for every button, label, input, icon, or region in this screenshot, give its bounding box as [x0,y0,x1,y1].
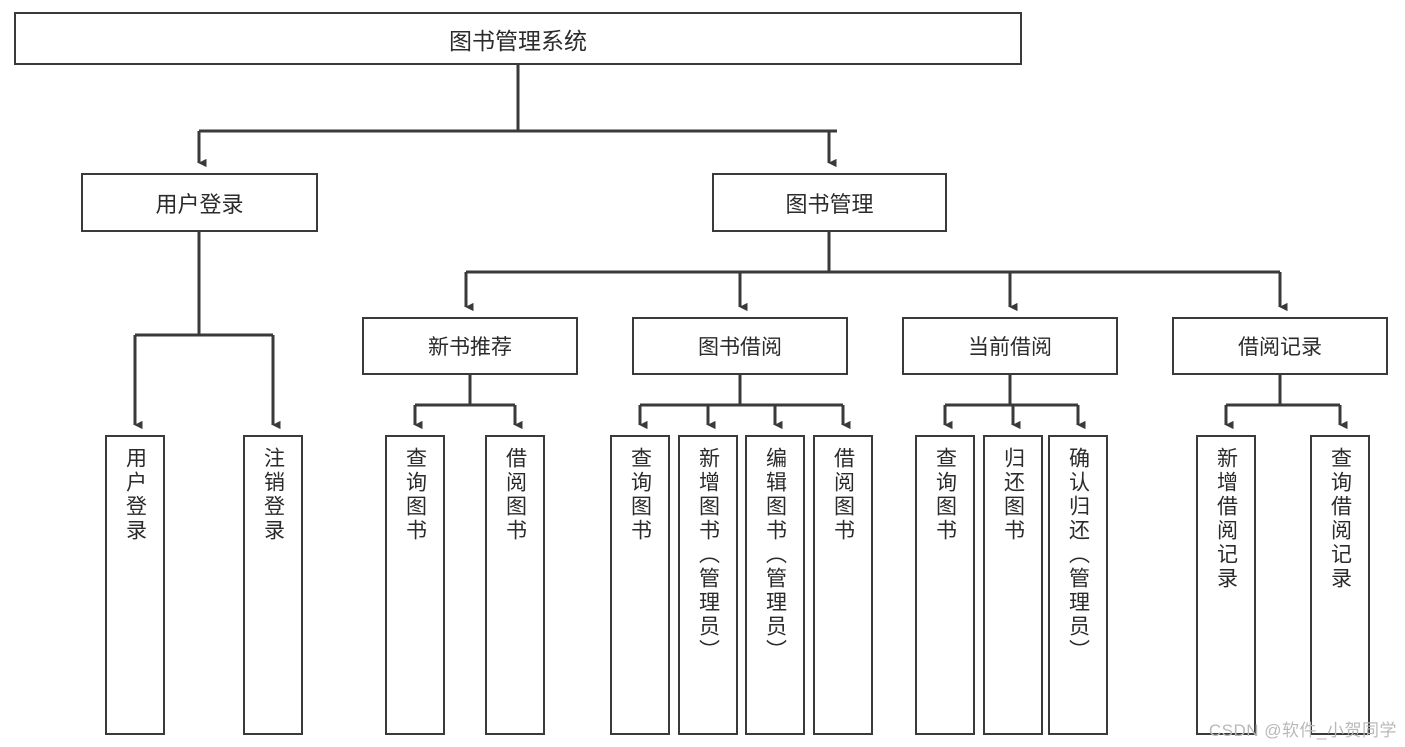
watermark: CSDN @软件_小贺同学 [1208,721,1397,740]
leaf-label: 编辑图书（管理员） [763,447,787,663]
leaf-label: 注销登录 [261,447,285,543]
node-borrow-record-label: 借阅记录 [1238,336,1322,359]
node-borrow-record[interactable]: 借阅记录 [1172,317,1388,375]
leaf-label: 查询图书 [403,447,427,543]
leaf-label: 借阅图书 [503,447,527,543]
node-book-borrow-label: 图书借阅 [698,336,782,359]
node-user-login-label: 用户登录 [155,191,244,217]
leaf-current-return-book[interactable]: 归还图书 [983,435,1043,735]
leaf-borrow-add-book[interactable]: 新增图书（管理员） [678,435,738,735]
node-current-borrow-label: 当前借阅 [968,336,1052,359]
leaf-user-login-signin[interactable]: 用户登录 [105,435,165,735]
leaf-current-query-book[interactable]: 查询图书 [915,435,975,735]
leaf-label: 用户登录 [123,447,147,543]
leaf-record-query-record[interactable]: 查询借阅记录 [1310,435,1370,735]
leaf-borrow-edit-book[interactable]: 编辑图书（管理员） [745,435,805,735]
node-book-borrow[interactable]: 图书借阅 [632,317,848,375]
node-root-label: 图书管理系统 [449,27,587,54]
node-root[interactable]: 图书管理系统 [14,12,1022,65]
leaf-record-add-record[interactable]: 新增借阅记录 [1196,435,1256,735]
leaf-label: 查询图书 [933,447,957,543]
node-new-book-recommend[interactable]: 新书推荐 [362,317,578,375]
leaf-recommend-borrow-book[interactable]: 借阅图书 [485,435,545,735]
node-current-borrow[interactable]: 当前借阅 [902,317,1118,375]
leaf-label: 确认归还（管理员） [1066,447,1090,663]
leaf-borrow-query-book[interactable]: 查询图书 [610,435,670,735]
leaf-label: 查询借阅记录 [1328,447,1352,591]
node-new-book-recommend-label: 新书推荐 [428,336,512,359]
leaf-label: 查询图书 [628,447,652,543]
node-book-management-label: 图书管理 [785,191,874,217]
node-book-management[interactable]: 图书管理 [712,173,947,232]
leaf-label: 归还图书 [1001,447,1025,543]
leaf-label: 新增图书（管理员） [696,447,720,663]
leaf-label: 新增借阅记录 [1214,447,1238,591]
leaf-label: 借阅图书 [831,447,855,543]
leaf-recommend-query-book[interactable]: 查询图书 [385,435,445,735]
leaf-borrow-borrow-book[interactable]: 借阅图书 [813,435,873,735]
node-user-login[interactable]: 用户登录 [81,173,318,232]
leaf-current-confirm-return[interactable]: 确认归还（管理员） [1048,435,1108,735]
leaf-user-login-signout[interactable]: 注销登录 [243,435,303,735]
